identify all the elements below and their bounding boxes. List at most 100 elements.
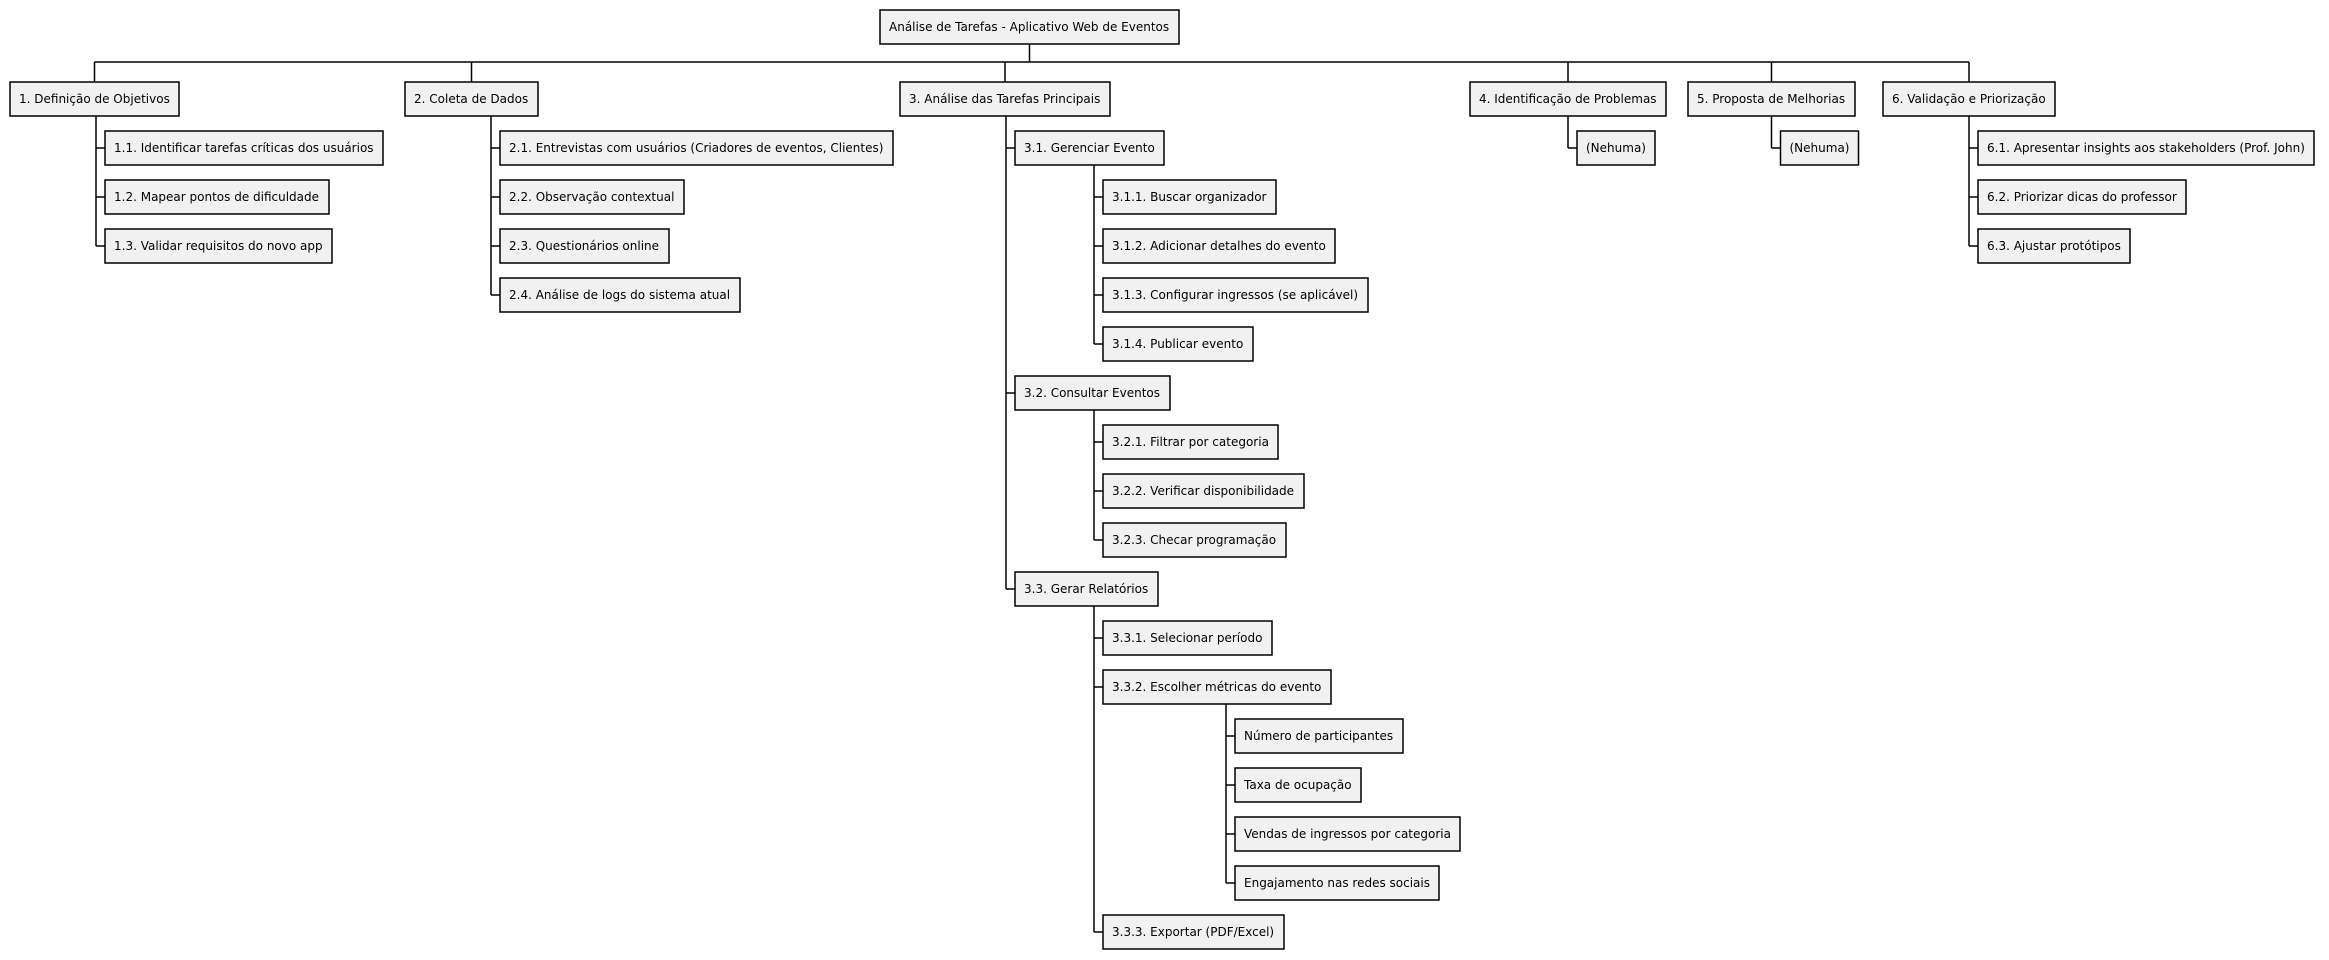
tree-node-label: Engajamento nas redes sociais xyxy=(1244,876,1430,890)
tree-node: 3.3.3. Exportar (PDF/Excel) xyxy=(1102,914,1285,950)
tree-node: 3.3.2. Escolher métricas do evento xyxy=(1102,669,1332,705)
tree-node: Taxa de ocupação xyxy=(1234,767,1362,803)
tree-node-box xyxy=(1779,130,1860,166)
tree-node-box xyxy=(104,130,384,166)
tree-node-label: 3.1.3. Configurar ingressos (se aplicáve… xyxy=(1112,288,1358,302)
tree-node-box xyxy=(499,228,670,264)
tree-node-label: 3.1.2. Adicionar detalhes do evento xyxy=(1112,239,1326,253)
tree-node-label: 1.1. Identificar tarefas críticas dos us… xyxy=(114,141,374,155)
tree-node-box xyxy=(1014,130,1165,166)
tree-node-box xyxy=(1014,375,1171,411)
tree-node: 1.3. Validar requisitos do novo app xyxy=(104,228,333,264)
tree-node-label: 3.1.1. Buscar organizador xyxy=(1112,190,1267,204)
root-node: Análise de Tarefas - Aplicativo Web de E… xyxy=(879,9,1180,45)
tree-node-label: 3.2.3. Checar programação xyxy=(1112,533,1276,547)
tree-node: 6.3. Ajustar protótipos xyxy=(1977,228,2131,264)
tree-node: Número de participantes xyxy=(1234,718,1404,754)
branch-node-box xyxy=(404,81,539,117)
tree-node-label: 3.1. Gerenciar Evento xyxy=(1024,141,1155,155)
tree-node-label: 3.3. Gerar Relatórios xyxy=(1024,582,1148,596)
tree-node-label: 3.1.4. Publicar evento xyxy=(1112,337,1243,351)
tree-node: (Nehuma) xyxy=(1779,130,1860,166)
branch-node: 5. Proposta de Melhorias xyxy=(1687,81,1856,117)
tree-node: 3.1.4. Publicar evento xyxy=(1102,326,1254,362)
tree-node: 2.1. Entrevistas com usuários (Criadores… xyxy=(499,130,894,166)
tree-node-box xyxy=(499,130,894,166)
root-node-label: Análise de Tarefas - Aplicativo Web de E… xyxy=(889,20,1169,34)
root-node-box xyxy=(879,9,1180,45)
tree-node-box xyxy=(1102,179,1277,215)
branch-node: 1. Definição de Objetivos xyxy=(9,81,180,117)
tree-node-box xyxy=(1234,865,1440,901)
tree-node: Vendas de ingressos por categoria xyxy=(1234,816,1461,852)
connector-lines xyxy=(93,44,1978,933)
branch-node-label: 2. Coleta de Dados xyxy=(414,92,528,106)
branch-node: 6. Validação e Priorização xyxy=(1882,81,2056,117)
tree-node: 3.2.2. Verificar disponibilidade xyxy=(1102,473,1305,509)
tree-node-box xyxy=(1102,228,1336,264)
tree-node: 3.3.1. Selecionar período xyxy=(1102,620,1273,656)
tree-node-label: 1.2. Mapear pontos de dificuldade xyxy=(114,190,319,204)
tree-node-label: (Nehuma) xyxy=(1790,141,1850,155)
tree-node: 3.1.1. Buscar organizador xyxy=(1102,179,1277,215)
branch-node-box xyxy=(9,81,180,117)
diagram-nodes: Análise de Tarefas - Aplicativo Web de E… xyxy=(9,9,2315,950)
tree-node-box xyxy=(1234,718,1404,754)
branch-node-box xyxy=(1882,81,2056,117)
tree-node-box xyxy=(1014,571,1159,607)
tree-node: 2.4. Análise de logs do sistema atual xyxy=(499,277,741,313)
tree-node-box xyxy=(499,179,685,215)
tree-node: 3.1. Gerenciar Evento xyxy=(1014,130,1165,166)
tree-node-label: 3.3.1. Selecionar período xyxy=(1112,631,1262,645)
branch-node-label: 6. Validação e Priorização xyxy=(1892,92,2046,106)
branch-node-label: 4. Identificação de Problemas xyxy=(1479,92,1657,106)
tree-node-box xyxy=(1977,179,2187,215)
tree-node-label: Taxa de ocupação xyxy=(1243,778,1352,792)
tree-node: 3.1.2. Adicionar detalhes do evento xyxy=(1102,228,1336,264)
tree-node-box xyxy=(1102,620,1273,656)
tree-node-box xyxy=(1234,816,1461,852)
tree-node-label: 2.1. Entrevistas com usuários (Criadores… xyxy=(509,141,883,155)
tree-node-box xyxy=(1977,130,2315,166)
tree-node: 6.1. Apresentar insights aos stakeholder… xyxy=(1977,130,2315,166)
branch-node-label: 3. Análise das Tarefas Principais xyxy=(909,92,1100,106)
tree-node-label: 3.2.1. Filtrar por categoria xyxy=(1112,435,1269,449)
branch-node-box xyxy=(899,81,1111,117)
branch-node: 3. Análise das Tarefas Principais xyxy=(899,81,1111,117)
tree-node-box xyxy=(1102,914,1285,950)
tree-node: 3.2. Consultar Eventos xyxy=(1014,375,1171,411)
tree-node-box xyxy=(1102,522,1287,558)
tree-node-label: Número de participantes xyxy=(1244,729,1393,743)
tree-node: 3.2.1. Filtrar por categoria xyxy=(1102,424,1279,460)
tree-node-label: 2.4. Análise de logs do sistema atual xyxy=(509,288,730,302)
tree-node-box xyxy=(1102,326,1254,362)
tree-node-box xyxy=(499,277,741,313)
branch-node: 2. Coleta de Dados xyxy=(404,81,539,117)
branch-node-box xyxy=(1687,81,1856,117)
tree-node: 2.2. Observação contextual xyxy=(499,179,685,215)
tree-node-box xyxy=(1977,228,2131,264)
branch-node-label: 1. Definição de Objetivos xyxy=(19,92,170,106)
tree-node-label: 3.2. Consultar Eventos xyxy=(1024,386,1160,400)
tree-node-label: (Nehuma) xyxy=(1586,141,1646,155)
tree-node-box xyxy=(1102,277,1369,313)
tree-node-label: 2.3. Questionários online xyxy=(509,239,659,253)
tree-node: Engajamento nas redes sociais xyxy=(1234,865,1440,901)
tree-node: 3.2.3. Checar programação xyxy=(1102,522,1287,558)
tree-node: 1.2. Mapear pontos de dificuldade xyxy=(104,179,330,215)
tree-node: 3.1.3. Configurar ingressos (se aplicáve… xyxy=(1102,277,1369,313)
tree-node-label: 3.3.2. Escolher métricas do evento xyxy=(1112,680,1321,694)
branch-node: 4. Identificação de Problemas xyxy=(1469,81,1667,117)
tree-node-label: 3.2.2. Verificar disponibilidade xyxy=(1112,484,1294,498)
branch-node-box xyxy=(1469,81,1667,117)
tree-node-label: 2.2. Observação contextual xyxy=(509,190,674,204)
tree-node: 2.3. Questionários online xyxy=(499,228,670,264)
tree-node-box xyxy=(1102,669,1332,705)
tree-node-box xyxy=(104,228,333,264)
tree-node: 3.3. Gerar Relatórios xyxy=(1014,571,1159,607)
tree-node-label: 6.3. Ajustar protótipos xyxy=(1987,239,2121,253)
tree-node-box xyxy=(104,179,330,215)
tree-node-label: 3.3.3. Exportar (PDF/Excel) xyxy=(1112,925,1274,939)
tree-node: 6.2. Priorizar dicas do professor xyxy=(1977,179,2187,215)
